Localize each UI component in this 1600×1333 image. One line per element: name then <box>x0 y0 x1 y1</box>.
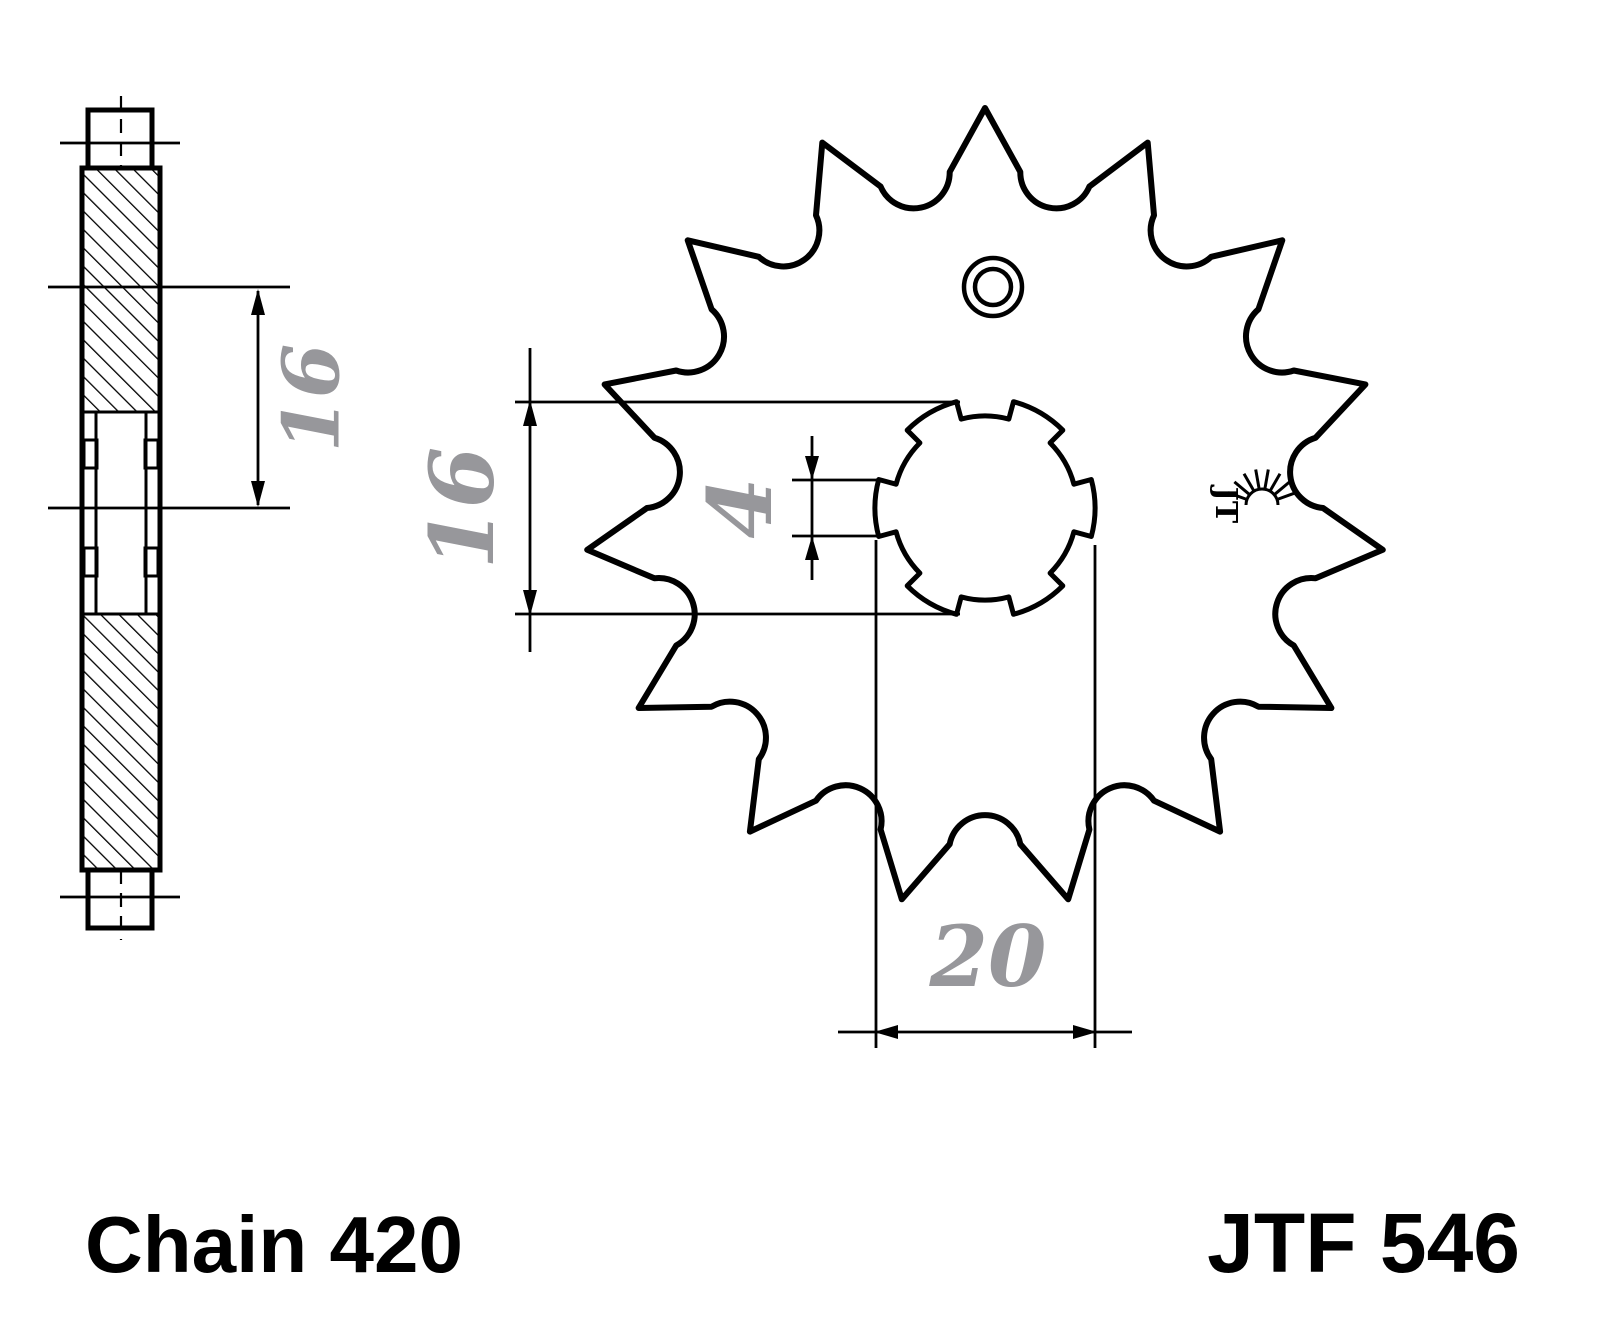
arrowhead-right <box>1073 1025 1097 1039</box>
dimension-4: 4 <box>688 436 880 580</box>
arrowhead-down <box>805 456 819 480</box>
arrowhead-up <box>251 289 265 315</box>
arrowhead-down <box>251 481 265 507</box>
side-view-spline-block <box>82 546 99 578</box>
jt-logo-ray <box>1263 469 1270 490</box>
side-view <box>60 96 180 940</box>
pin-hole-inner <box>972 266 1014 308</box>
dimension-16-front: 16 <box>410 348 960 652</box>
arrowhead-left <box>874 1025 898 1039</box>
jt-logo-ray <box>1233 480 1251 496</box>
jt-logo-ray <box>1268 473 1282 492</box>
arrowhead-up <box>523 400 537 426</box>
arrowhead-up <box>805 536 819 560</box>
front-view: JT <box>584 105 1386 903</box>
dimension-20: 20 <box>838 540 1132 1048</box>
chain-label: Chain 420 <box>85 1200 463 1289</box>
jt-logo-text: JT <box>1208 484 1243 524</box>
jt-logo-ray <box>1242 473 1256 492</box>
dim-label-4: 4 <box>688 477 792 538</box>
arrowhead-down <box>523 590 537 616</box>
jt-logo-ray <box>1254 469 1261 490</box>
jt-logo: JT <box>1208 469 1297 524</box>
side-view-spline-block <box>82 438 99 470</box>
side-view-top-cap <box>85 107 155 171</box>
side-view-spline-block <box>143 546 160 578</box>
pin-hole-outer <box>961 255 1025 319</box>
part-number-label: JTF 546 <box>1207 1196 1520 1290</box>
jt-logo-ray <box>1227 491 1248 501</box>
jt-logo-ray <box>1273 480 1291 496</box>
dimension-16-side: 16 <box>48 285 358 510</box>
dim-label-20: 20 <box>929 907 1047 1006</box>
jt-logo-ray <box>1276 491 1297 501</box>
jt-logo-rays <box>1227 469 1297 501</box>
spline-bore-outline <box>872 399 1098 617</box>
side-view-spline-block <box>143 438 160 470</box>
dim-label-16-front: 16 <box>410 447 514 569</box>
dim-label-16-side: 16 <box>267 344 358 453</box>
